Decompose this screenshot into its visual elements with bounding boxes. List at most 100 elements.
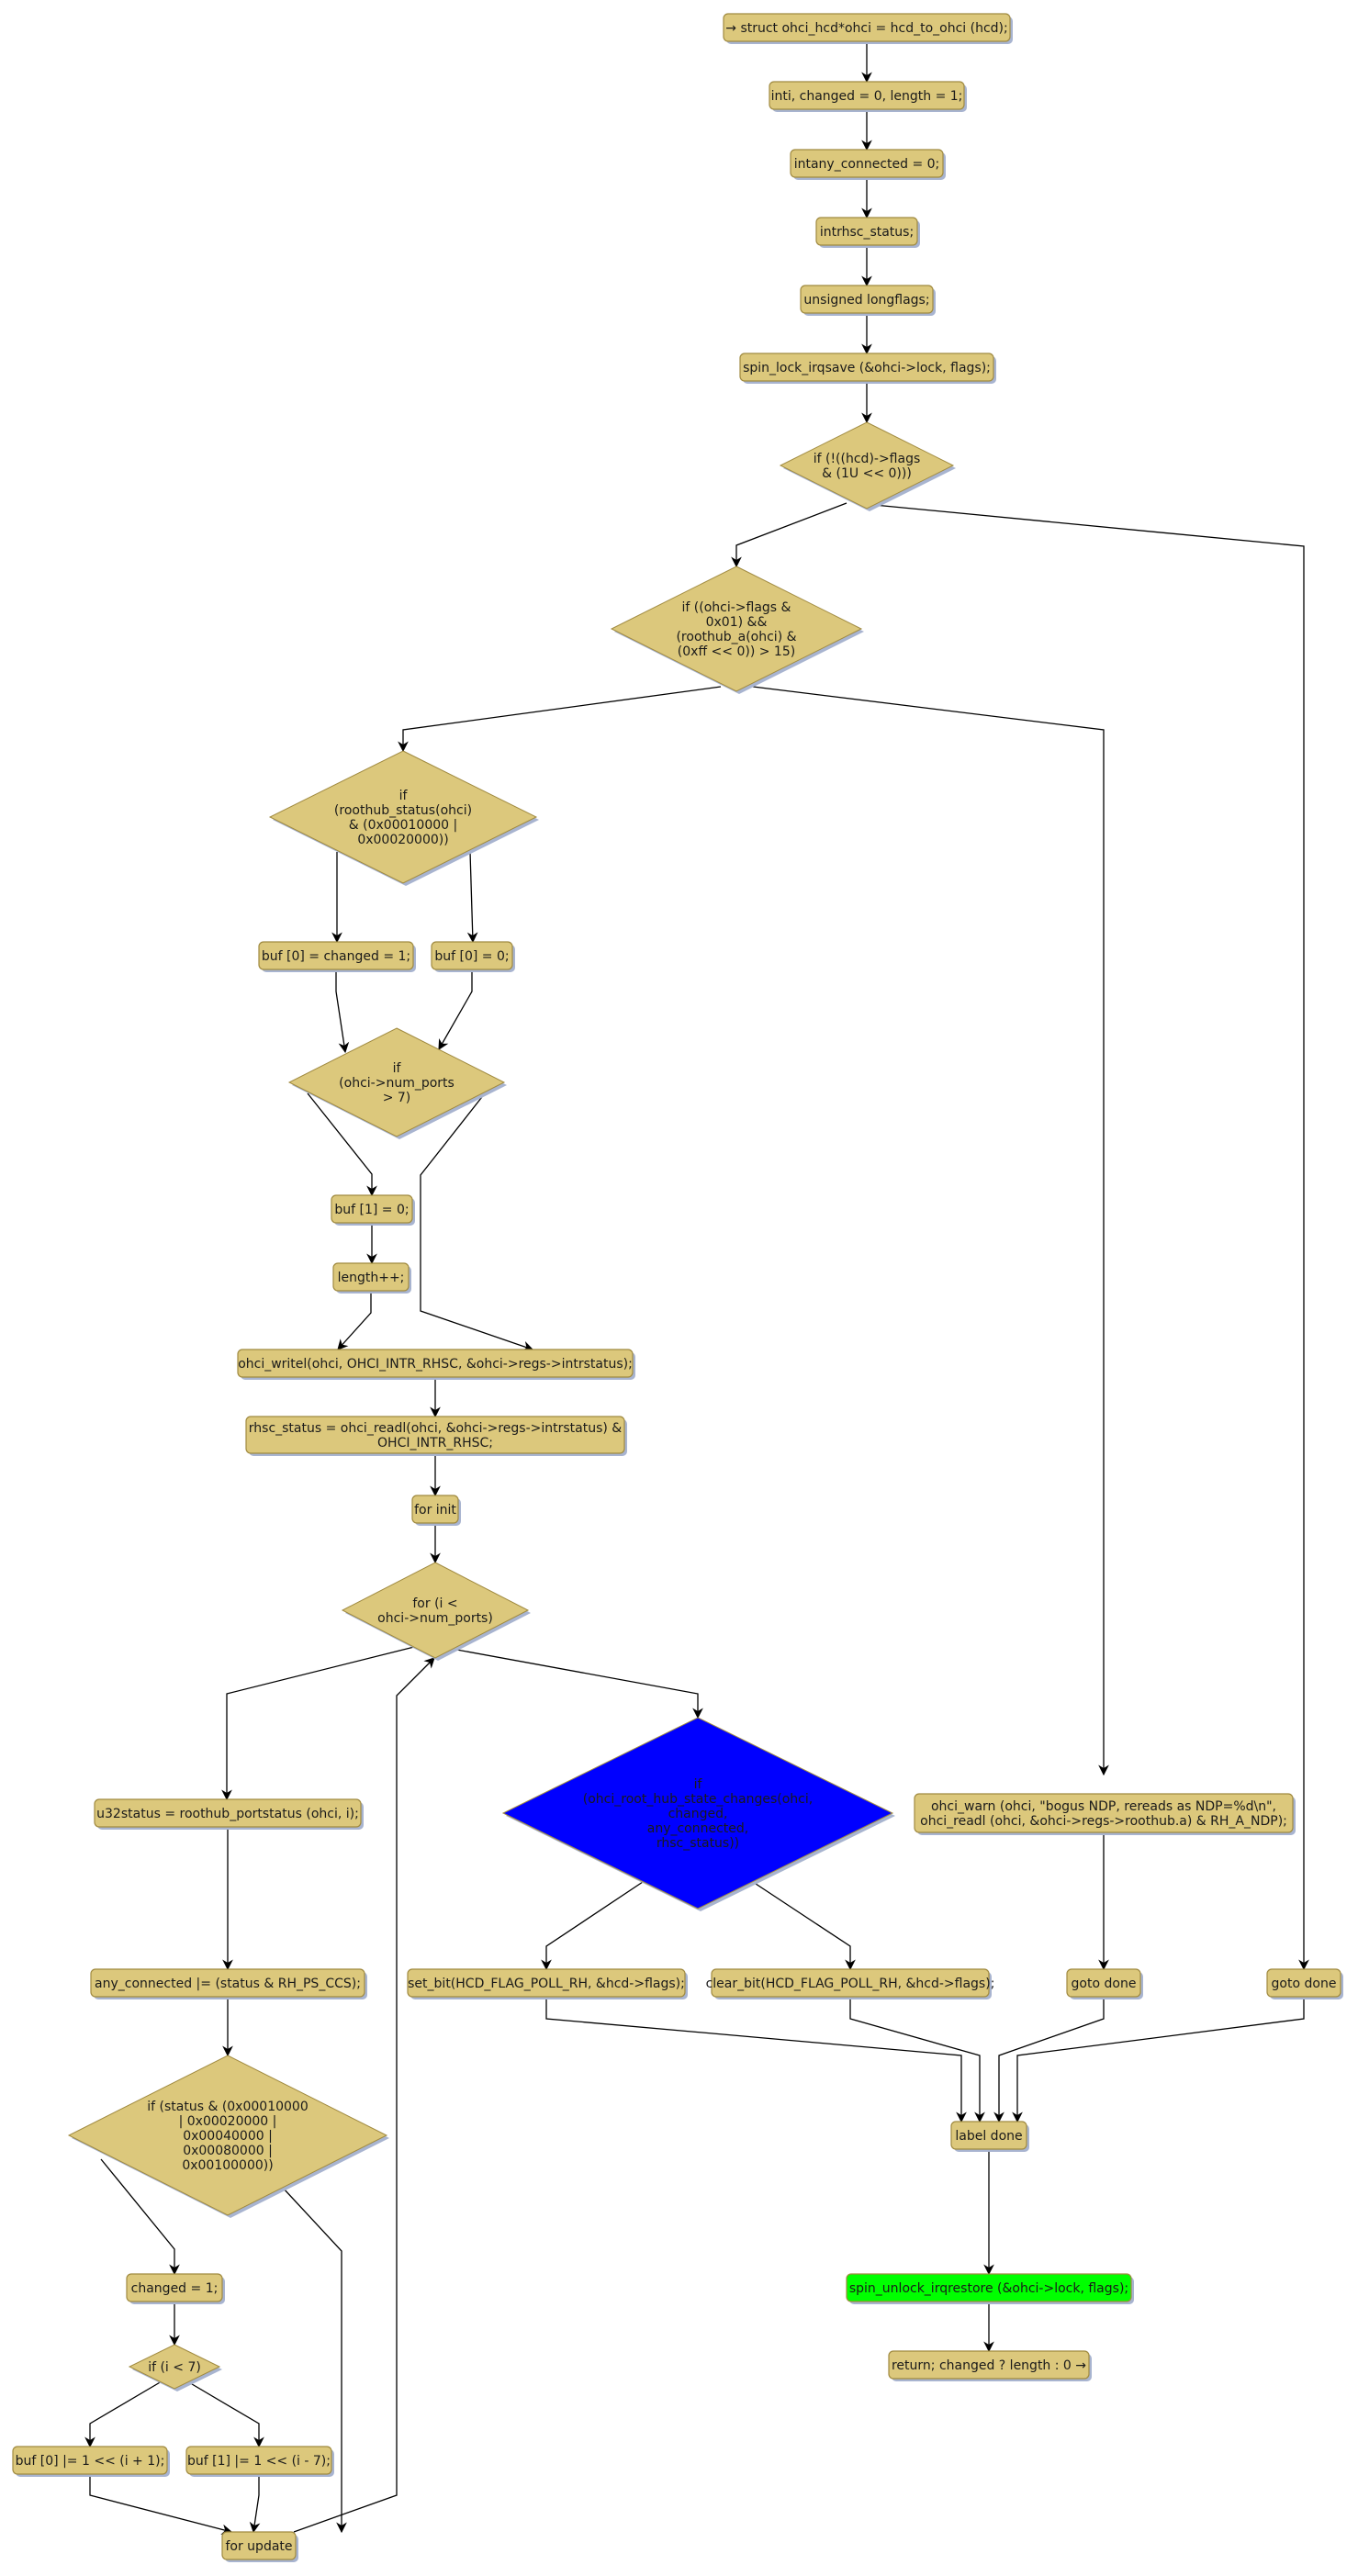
node-label-line: ohci_readl (ohci, &ohci->regs->roothub.a… [920,1814,1287,1829]
edge-n_forupdate-to-d_for [293,1657,435,2533]
node-label-line: goto done [1072,1977,1137,1991]
edge-d_status-to-n_changed1 [100,2158,180,2276]
node-label-line: for init [414,1503,456,1518]
node-label-line: length++; [338,1271,405,1285]
process-box [888,2350,1090,2380]
decision-diamond [501,1717,894,1910]
node-label-line: unsigned longflags; [803,293,929,308]
process-node-n_return[interactable]: return; changed ? length : 0 → [888,2350,1092,2381]
decision-diamond [341,1562,530,1659]
edge-n_goto2-to-n_labeldone [1012,1997,1305,2123]
decision-node-d_ilt7[interactable]: if (i < 7) [128,2344,222,2391]
process-box [769,81,965,110]
edge-n_lengthpp-to-n_writel [337,1291,372,1350]
process-box [221,2531,297,2560]
process-node-n_warn[interactable]: ohci_warn (ohci, "bogus NDP, rereads as … [914,1793,1296,1835]
edge-d_hcdflags-to-n_goto2 [873,504,1309,1971]
node-label-line: intrhsc_status; [820,225,914,240]
edge-d_ohciflags-to-d_roothubstatus [398,686,722,753]
node-label-line: 0x01) && [706,615,768,630]
process-node-n_clearbit[interactable]: clear_bit(HCD_FLAG_POLL_RH, &hcd->flags)… [706,1968,995,1999]
edge-d_numports-to-n_buf1zero [307,1092,377,1197]
process-node-n_changed1[interactable]: changed = 1; [126,2273,225,2304]
node-label-line: if [393,1061,402,1076]
node-label-line: if (i < 7) [148,2360,201,2375]
process-box [237,1349,634,1378]
node-label-line: rhsc_status)) [657,1836,739,1851]
node-label-line: buf [1] |= 1 << (i - 7); [187,2454,331,2469]
process-node-n_writel[interactable]: ohci_writel(ohci, OHCI_INTR_RHSC, &ohci-… [237,1349,635,1380]
process-box [800,285,934,314]
process-node-n_lengthpp[interactable]: length++; [332,1262,411,1294]
process-node-n_readl[interactable]: rhsc_status = ohci_readl(ohci, &ohci->re… [245,1416,627,1456]
process-node-n_buf0zero[interactable]: buf [0] = 0; [431,941,515,972]
node-label-line: ohci->num_ports) [377,1611,493,1626]
node-label-line: if [399,789,409,803]
process-node-n_buf1or[interactable]: buf [1] |= 1 << (i - 7); [185,2446,334,2477]
edge-n_buf0changed-to-d_numports [335,969,350,1054]
node-label-line: | 0x00020000 | [179,2114,277,2129]
process-box [126,2273,223,2302]
decision-node-d_hcdflags[interactable]: if (!((hcd)->flags& (1U << 0))) [779,421,956,511]
node-label-line: > 7) [383,1091,411,1105]
process-node-n_forupdate[interactable]: for update [221,2531,298,2562]
decision-node-d_for[interactable]: for (i <ohci->num_ports) [341,1562,531,1661]
edge-n_setbit-to-n_labeldone [545,1997,967,2123]
edge-d_for-to-d_statechanges [451,1648,703,1719]
process-box [815,217,918,246]
decision-diamond [287,1027,506,1137]
node-label-line: if ((ohci->flags & [682,600,791,615]
decision-node-d_statechanges[interactable]: if(ohci_root_hub_state_changes(ohci,chan… [501,1717,895,1911]
node-label-line: 0x00020000)) [357,833,448,847]
process-box [723,13,1011,42]
decision-node-d_ohciflags[interactable]: if ((ohci->flags &0x01) &&(roothub_a(ohc… [610,566,864,694]
process-box [739,353,994,382]
process-node-n_inti[interactable]: inti, changed = 0, length = 1; [769,81,967,112]
process-box [12,2446,168,2475]
process-box [90,1968,365,1998]
node-label-line: (roothub_a(ohci) & [676,630,796,644]
process-node-n_goto1[interactable]: goto done [1066,1968,1143,1999]
node-label-line: changed = 1; [131,2281,219,2296]
edge-d_roothubstatus-to-n_buf0zero [466,851,478,944]
process-node-n_forinit[interactable]: for init [411,1495,461,1526]
process-node-n_anyconn[interactable]: intany_connected = 0; [790,149,946,180]
process-node-n_goto2[interactable]: goto done [1266,1968,1343,1999]
process-node-n_buf1zero[interactable]: buf [1] = 0; [331,1194,415,1226]
edge-d_for-to-n_portstatus [221,1646,415,1801]
process-box [258,941,414,970]
node-label-line: buf [1] = 0; [334,1203,409,1217]
decision-node-d_roothubstatus[interactable]: if(roothub_status(ohci)& (0x00010000 |0x… [268,750,539,886]
node-label-line: goto done [1272,1977,1337,1991]
edge-n_buf1or-to-n_forupdate [249,2474,261,2534]
process-node-n_portstatus[interactable]: u32status = roothub_portstatus (ohci, i)… [94,1798,364,1830]
process-node-n_labeldone[interactable]: label done [950,2121,1029,2152]
edge-d_ilt7-to-n_buf0or [84,2380,163,2448]
process-node-n_flags[interactable]: unsigned longflags; [800,285,936,316]
node-label-line: 0x00080000 | [183,2144,273,2158]
process-box [431,941,513,970]
edge-n_goto1-to-n_labeldone [993,1997,1105,2123]
process-node-n_buf0changed[interactable]: buf [0] = changed = 1; [258,941,416,972]
process-node-n_spinlock[interactable]: spin_lock_irqsave (&ohci->lock, flags); [739,353,996,384]
process-node-n_anyconnor[interactable]: any_connected |= (status & RH_PS_CCS); [90,1968,367,1999]
process-node-n_rhsc[interactable]: intrhsc_status; [815,217,920,248]
node-label-line: rhsc_status = ohci_readl(ohci, &ohci->re… [249,1421,623,1436]
process-node-n_struct[interactable]: → struct ohci_hcd*ohci = hcd_to_ohci (hc… [723,13,1013,44]
decision-node-d_numports[interactable]: if(ohci->num_ports> 7) [287,1027,507,1139]
decision-node-d_status[interactable]: if (status & (0x00010000| 0x00020000 |0x… [67,2055,389,2218]
node-label-line: u32status = roothub_portstatus (ohci, i)… [96,1807,359,1821]
node-label-line: OHCI_INTR_RHSC; [377,1436,493,1450]
process-box [331,1194,413,1224]
node-label-line: & (1U << 0))) [822,466,912,481]
edge-d_statechanges-to-n_clearbit [752,1881,856,1971]
process-node-n_setbit[interactable]: set_bit(HCD_FLAG_POLL_RH, &hcd->flags); [407,1968,688,1999]
process-box [245,1416,625,1454]
process-box [1066,1968,1141,1998]
process-node-n_buf0or[interactable]: buf [0] |= 1 << (i + 1); [12,2446,170,2477]
process-node-n_unlock[interactable]: spin_unlock_irqrestore (&ohci->lock, fla… [846,2273,1134,2304]
process-box [950,2121,1027,2150]
edge-d_ilt7-to-n_buf1or [186,2380,264,2448]
node-label-line: label done [955,2129,1022,2144]
